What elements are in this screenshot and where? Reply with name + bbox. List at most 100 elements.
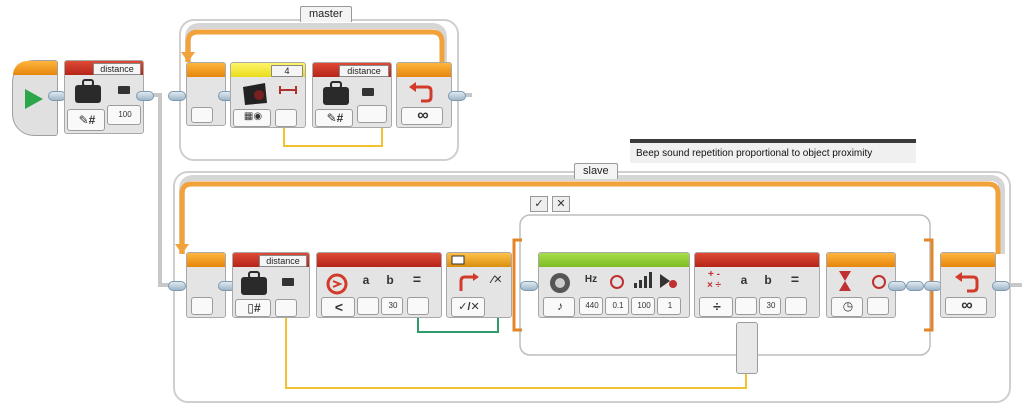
volume-input[interactable]: 100 xyxy=(631,297,655,315)
switch-block[interactable]: ⁄✕ ✓/✕ xyxy=(446,252,512,318)
wait-mode-selector[interactable]: ◷ xyxy=(831,297,863,317)
ultrasonic-sensor-icon xyxy=(243,83,267,105)
write-numeric-icon: ✎# xyxy=(78,113,96,127)
duration-input[interactable]: 0.1 xyxy=(605,297,629,315)
read-numeric-icon: ▯# xyxy=(247,301,261,315)
input-b[interactable]: 30 xyxy=(381,297,403,315)
input-a[interactable] xyxy=(357,297,379,315)
master-loop-end[interactable]: ∞ xyxy=(396,62,452,128)
variable-name-label[interactable]: distance xyxy=(339,65,389,77)
briefcase-icon xyxy=(241,271,267,295)
sequence-plug[interactable] xyxy=(520,281,538,291)
hourglass-icon xyxy=(839,271,851,291)
mode-selector[interactable]: ✎# xyxy=(67,109,105,131)
true-false-icon: ⁄✕ xyxy=(491,274,503,286)
briefcase-icon xyxy=(75,79,101,103)
init-variable-block[interactable]: distance ✎# 100 xyxy=(64,60,144,134)
volume-value: 100 xyxy=(637,301,651,310)
math-block[interactable]: + - × ÷ a b = ÷ 30 xyxy=(694,252,820,318)
loop-index-output[interactable] xyxy=(191,107,213,123)
loop-in-plug[interactable] xyxy=(168,281,186,291)
play-type-icon xyxy=(660,274,677,288)
input-b-label: b xyxy=(386,273,394,287)
briefcase-icon xyxy=(323,81,349,105)
result-output[interactable] xyxy=(785,297,807,315)
speaker-icon xyxy=(550,273,570,293)
value-input[interactable]: 100 xyxy=(107,105,141,125)
variable-icon xyxy=(118,86,130,94)
compare-icon xyxy=(326,273,348,295)
duration-icon xyxy=(610,275,624,289)
master-loop-start[interactable] xyxy=(186,62,226,126)
loop-in-plug[interactable] xyxy=(168,91,186,101)
play-icon xyxy=(25,89,43,109)
wait-block[interactable]: ◷ xyxy=(826,252,896,318)
loop-mode-selector[interactable]: ∞ xyxy=(945,297,987,315)
result-label: = xyxy=(412,271,422,287)
sequence-plug[interactable] xyxy=(888,281,906,291)
input-b[interactable]: 30 xyxy=(759,297,781,315)
input-b-label: b xyxy=(764,273,772,287)
compare-block[interactable]: a b = < 30 xyxy=(316,252,442,318)
duration-value: 0.1 xyxy=(612,301,624,310)
comment-box[interactable]: Beep sound repetition proportional to ob… xyxy=(630,139,916,163)
variable-write-block[interactable]: distance ✎# xyxy=(312,62,392,128)
play-type-input[interactable]: 1 xyxy=(657,297,681,315)
port-selector[interactable]: 4 xyxy=(271,65,303,77)
switch-icon xyxy=(459,273,479,291)
frequency-label: Hz xyxy=(584,274,598,285)
loop-index-output[interactable] xyxy=(191,297,213,315)
sensor-mode-selector[interactable]: ▦◉ xyxy=(233,109,271,127)
slave-loop-end[interactable]: ∞ xyxy=(940,252,996,318)
seconds-input[interactable] xyxy=(867,297,889,315)
check-icon: ✓ xyxy=(534,198,544,210)
slave-loop-name: slave xyxy=(583,165,609,177)
loop-out-plug[interactable] xyxy=(992,281,1010,291)
sound-block[interactable]: Hz ♪ 440 0.1 100 1 xyxy=(538,252,690,318)
result-output[interactable] xyxy=(407,297,429,315)
input-a-label: a xyxy=(740,273,748,287)
init-value: 100 xyxy=(118,110,132,119)
variable-name-label[interactable]: distance xyxy=(93,63,141,75)
sound-mode-selector[interactable]: ♪ xyxy=(543,297,575,317)
sequence-plug[interactable] xyxy=(136,91,154,101)
loop-mode-selector[interactable]: ∞ xyxy=(401,107,443,125)
input-a[interactable] xyxy=(735,297,757,315)
switch-false-tab[interactable]: ✕ xyxy=(552,196,570,212)
value-output[interactable] xyxy=(275,299,297,317)
math-operator-selector[interactable]: ÷ xyxy=(699,297,733,317)
math-ops-icon: + - × ÷ xyxy=(706,269,722,291)
measure-mode-icon: ▦◉ xyxy=(243,111,263,122)
mode-selector[interactable]: ▯# xyxy=(235,299,271,317)
variable-read-block[interactable]: distance ▯# xyxy=(232,252,310,318)
variable-icon xyxy=(362,88,374,96)
comment-text: Beep sound repetition proportional to ob… xyxy=(636,148,873,159)
loop-out-plug[interactable] xyxy=(448,91,466,101)
loop-return-icon xyxy=(409,82,433,103)
ultrasonic-sensor-block[interactable]: 4 ▦◉ xyxy=(230,62,306,128)
distance-output[interactable] xyxy=(275,109,297,127)
close-icon: ✕ xyxy=(556,198,566,210)
write-numeric-icon: ✎# xyxy=(326,111,344,125)
variable-name-label[interactable]: distance xyxy=(259,255,307,267)
input-b-value: 30 xyxy=(388,301,398,310)
value-input[interactable] xyxy=(357,105,387,123)
switch-mode-selector[interactable]: ✓/✕ xyxy=(451,297,485,317)
note-icon: ♪ xyxy=(557,299,563,313)
switch-true-tab[interactable]: ✓ xyxy=(530,196,548,212)
divide-symbol: ÷ xyxy=(713,298,721,314)
input-b-value: 30 xyxy=(766,301,776,310)
compare-operator-selector[interactable]: < xyxy=(321,297,355,317)
sequence-plug[interactable] xyxy=(906,281,924,291)
tab-slave[interactable]: slave xyxy=(574,163,618,179)
result-label: = xyxy=(790,271,800,287)
frequency-input[interactable]: 440 xyxy=(579,297,603,315)
infinite-symbol: ∞ xyxy=(417,107,429,124)
input-a-label: a xyxy=(362,273,370,287)
tab-master[interactable]: master xyxy=(300,6,352,22)
mode-selector[interactable]: ✎# xyxy=(315,109,353,127)
less-than-symbol: < xyxy=(334,299,344,315)
infinite-symbol: ∞ xyxy=(961,297,973,314)
timer-icon xyxy=(872,275,886,289)
